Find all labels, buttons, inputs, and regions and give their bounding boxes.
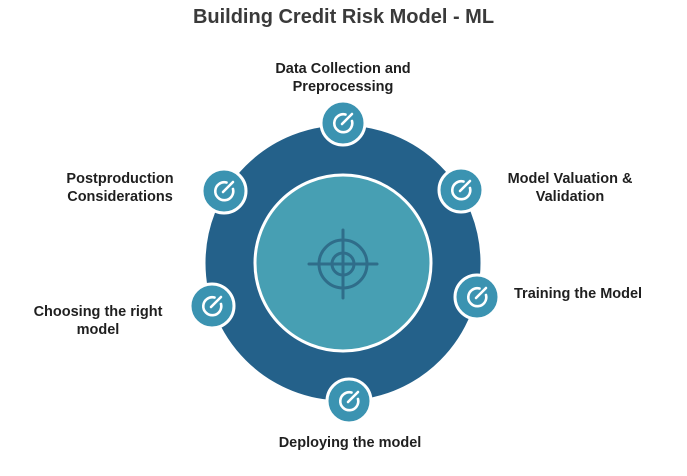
refresh-arrow-icon: [339, 390, 360, 412]
crosshair-target-icon: [307, 228, 379, 300]
step-label-postproduction: Postproduction Considerations: [46, 170, 194, 206]
refresh-arrow-icon: [202, 295, 223, 317]
step-label-data-collection: Data Collection and Preprocessing: [241, 60, 445, 96]
refresh-arrow-icon: [214, 180, 235, 202]
step-label-line: Model Valuation &: [507, 171, 633, 187]
step-label-line: Training the Model: [514, 286, 643, 302]
step-label-line: Deploying the model: [278, 435, 422, 451]
page-title: Building Credit Risk Model - ML: [192, 6, 495, 28]
refresh-arrow-icon: [333, 112, 354, 134]
step-label-line: model: [76, 322, 120, 338]
step-label-line: Preprocessing: [292, 79, 394, 95]
step-node-model-valuation: [437, 166, 485, 214]
refresh-arrow-icon: [467, 286, 488, 308]
step-label-line: Choosing the right: [33, 304, 163, 320]
refresh-arrow-icon: [451, 179, 472, 201]
step-label-training: Training the Model: [514, 285, 642, 303]
step-node-choosing-model: [188, 282, 236, 330]
step-label-line: Data Collection and: [275, 61, 411, 77]
step-node-training: [453, 273, 501, 321]
step-label-line: Validation: [535, 189, 605, 205]
step-label-line: Considerations: [67, 189, 173, 205]
step-label-deploying: Deploying the model: [248, 434, 452, 452]
step-node-data-collection: [319, 99, 367, 147]
step-node-postproduction: [200, 167, 248, 215]
step-label-line: Postproduction: [66, 171, 174, 187]
step-label-model-valuation: Model Valuation & Validation: [490, 170, 650, 206]
step-node-deploying: [325, 377, 373, 425]
step-label-choosing-model: Choosing the right model: [14, 303, 182, 339]
